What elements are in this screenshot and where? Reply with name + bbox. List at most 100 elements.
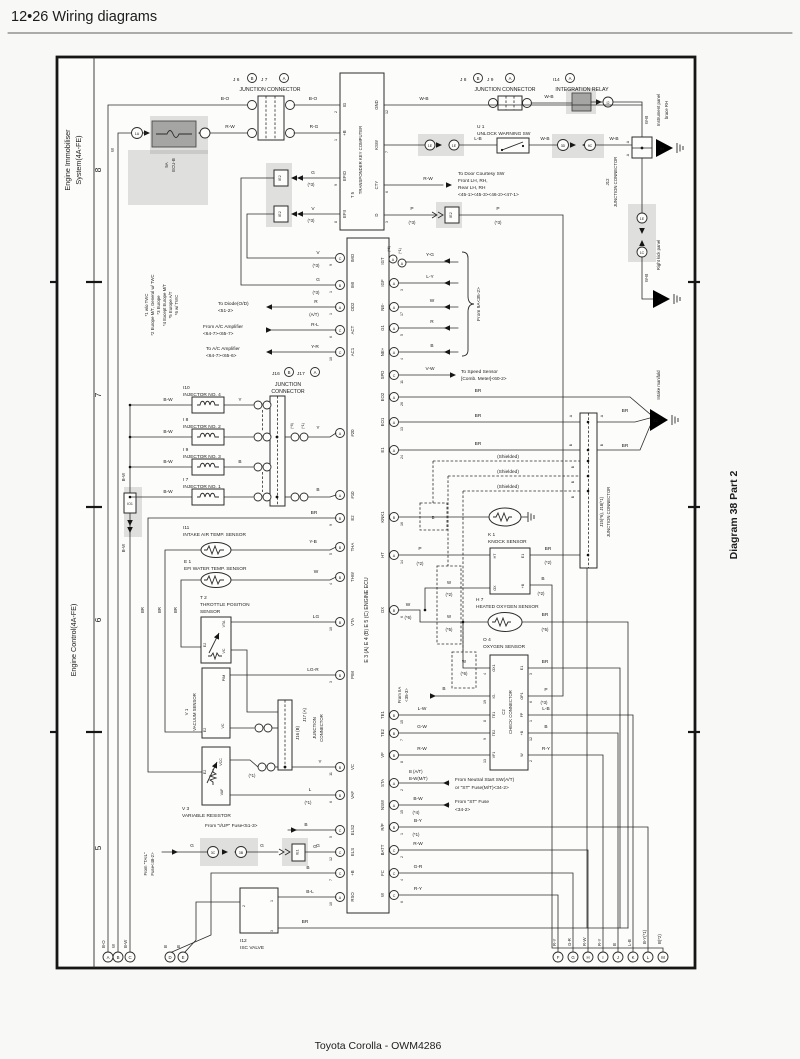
annotation: From 9A<35-2> (476, 287, 482, 321)
label-o4: O 4 (483, 637, 491, 643)
pin-label: VAF (220, 788, 224, 796)
wire-label: R-W (225, 124, 235, 130)
ground-intake-manifold: EC Intake manifold (650, 370, 679, 431)
wire-variant: (*6) (290, 423, 294, 429)
pin-label: VC (350, 764, 355, 770)
pin-letter: A (339, 896, 342, 900)
wire-label: L-B (627, 939, 632, 946)
label-i12: I12 (240, 938, 247, 944)
connector-3c: 3C (211, 851, 216, 855)
note: *2 Europe M/T, General w/ TWC (150, 274, 155, 335)
label-i7: I 7 (183, 477, 189, 483)
isc-valve: 2 1 3 I12 ISC VALVE BR (171, 872, 629, 953)
label-e1: E 1 (184, 559, 192, 565)
pin-num: 7 (385, 151, 389, 153)
note: *3 Europe (156, 295, 161, 315)
pin-letter: A (393, 327, 396, 331)
ecu-title: E 3 (A) E 4 (B) E 5 (C) ENGINE ECU (364, 577, 370, 663)
wire-label: G (260, 843, 264, 849)
pin-num: 2 (400, 789, 404, 791)
pin-num: 11 (400, 380, 404, 384)
wire-label: A (569, 414, 573, 417)
pin-label: #10 (350, 491, 355, 499)
connector-ie1: IE1 (296, 849, 300, 854)
wire-variant: (*3) (313, 290, 320, 295)
label-injector-1: INJECTOR NO. 1 (183, 484, 221, 490)
pin-letter: B (339, 576, 342, 580)
pin-num: 3 (270, 930, 274, 932)
pin-label: VAF (350, 791, 355, 799)
pin-letter: C (339, 851, 342, 855)
grid-6: 6 (93, 617, 103, 622)
pin-num: 14 (400, 560, 404, 564)
pin-letter: A (393, 782, 396, 786)
label-injector-4: INJECTOR NO. 4 (183, 392, 221, 398)
label-j9: J 9 (487, 77, 494, 83)
connector-c: C (128, 955, 131, 960)
ground-ec: EC (654, 419, 659, 423)
annotation: Front LH, RH, (458, 178, 488, 184)
wire-variant: (*3) (541, 700, 548, 705)
wire-variant: (*6) (387, 246, 391, 252)
wire-label: A (626, 140, 630, 143)
label-j17: J17 (297, 371, 305, 377)
ground-ih: IH (660, 147, 664, 151)
label-u1: U 1 (477, 124, 485, 130)
pin-label: IMI (350, 282, 355, 288)
j12-chain-right-kick-panel: J12 JUNCTION CONNECTOR 1E 1C W-B II Righ… (605, 157, 681, 308)
connector-k: K (632, 955, 635, 960)
wire-label: G (190, 843, 194, 849)
pin-letter: B (339, 794, 342, 798)
pin-num: 3 (529, 673, 533, 675)
wire-label: R-Y (597, 938, 602, 946)
ground-instrument-panel: A A IH Instrument panel brace RH (626, 94, 684, 159)
label-junction: JUNCTION (312, 717, 317, 739)
pin-letter: B (339, 284, 342, 288)
label-i9: I 9 (183, 447, 189, 453)
pin-num: 8 (334, 221, 338, 223)
pin-label: TE2 (380, 728, 385, 736)
pin-letter: B (393, 714, 396, 718)
ground-location: Instrument panel (656, 94, 661, 126)
engine-ecu: E 3 (A) E 4 (B) E 5 (C) ENGINE ECU (346, 237, 390, 914)
wire-label: W-B (609, 136, 618, 142)
wire-variant: (*2) (446, 592, 453, 597)
pin-letter: B (339, 674, 342, 678)
pin-num: 6 (400, 901, 404, 903)
pin-label: FP (520, 712, 524, 717)
wire-label: B-O (221, 96, 230, 102)
intake-air-temp-sensor: I11 INTAKE AIR TEMP. SENSOR (183, 525, 337, 558)
wire-variant: (*3) (313, 263, 320, 268)
pin-num: 16 (400, 522, 404, 526)
section-label-immobiliser-2: System(4A-FE) (74, 135, 83, 184)
connector-1e: 1E (428, 144, 433, 148)
wire-label: B (A/T) (409, 769, 423, 774)
annotation: <45-1><45-3><46-2><47-1> (458, 192, 519, 198)
els-rows: From "I/UP" Fuse<51-3> From "TAIL" Fuse<… (143, 823, 337, 876)
pin-label: W (380, 892, 385, 897)
label-t2: T 2 (200, 595, 207, 601)
connector-letter: A (283, 76, 286, 81)
pin-num: 3 (400, 289, 404, 291)
wire-variant: (*1) (249, 773, 256, 778)
pin-label: OX (380, 607, 385, 613)
shield-connectors-g-v: IE2 G (*3) IE2 V (*3) (240, 169, 341, 286)
pin-num: 1 (529, 720, 533, 722)
door-courtesy-note: R-W To Door Courtesy SW Front LH, RH, Re… (383, 171, 519, 198)
wire-label: BR (622, 408, 629, 414)
pin-letter: C (393, 849, 396, 853)
label-j8: J 8 (460, 77, 467, 83)
pin-d: D (374, 213, 379, 216)
connector-1a: 1A (135, 132, 140, 136)
note: *4 Except Europe M/T (162, 284, 167, 326)
pin-label: VCC (219, 758, 223, 766)
pin-num: 15 (400, 810, 404, 814)
wire-label: W (462, 659, 467, 664)
